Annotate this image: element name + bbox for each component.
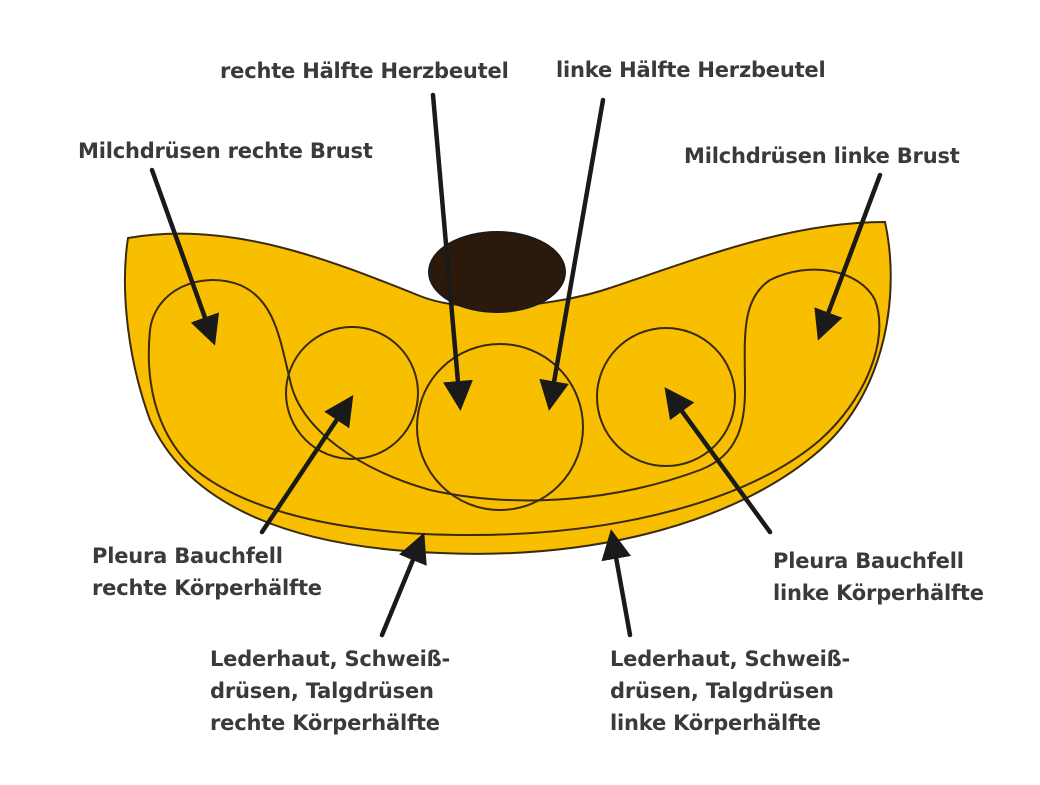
- arrow-haut-links: [601, 529, 633, 638]
- arrow-pleura-rechts: [259, 395, 354, 535]
- label-line: linke Körperhälfte: [773, 581, 984, 605]
- arrow-brust-rechts: [149, 167, 220, 346]
- label-lederhaut-links: Lederhaut, Schweiß- drüsen, Talgdrüsen l…: [610, 643, 850, 739]
- label-line: Lederhaut, Schweiß-: [210, 647, 451, 671]
- arrow-brust-links: [814, 172, 883, 341]
- label-line: Pleura Bauchfell: [773, 549, 964, 573]
- label-herzbeutel-rechts: rechte Hälfte Herzbeutel: [220, 59, 509, 83]
- label-lederhaut-rechts: Lederhaut, Schweiß- drüsen, Talgdrüsen r…: [210, 643, 450, 739]
- pericardium-circle: [416, 343, 584, 511]
- arrow-pleura-links: [664, 387, 773, 535]
- pleura-left-circle: [596, 327, 736, 467]
- heart-shape: [428, 231, 566, 313]
- label-milchdruesen-links: Milchdrüsen linke Brust: [684, 144, 960, 168]
- label-line: Lederhaut, Schweiß-: [610, 647, 851, 671]
- inner-outline-band: [147, 268, 881, 537]
- label-line: rechte Körperhälfte: [210, 711, 440, 735]
- label-line: linke Körperhälfte: [610, 711, 821, 735]
- arrow-herz-links: [539, 97, 606, 411]
- arrow-herz-rechts: [430, 92, 473, 411]
- label-line: drüsen, Talgdrüsen: [610, 679, 834, 703]
- label-line: rechte Körperhälfte: [92, 576, 322, 600]
- label-line: drüsen, Talgdrüsen: [210, 679, 434, 703]
- label-milchdruesen-rechts: Milchdrüsen rechte Brust: [78, 139, 373, 163]
- label-pleura-links: Pleura Bauchfell linke Körperhälfte: [773, 545, 984, 609]
- label-line: Pleura Bauchfell: [92, 544, 283, 568]
- label-herzbeutel-links: linke Hälfte Herzbeutel: [556, 58, 826, 82]
- label-pleura-rechts: Pleura Bauchfell rechte Körperhälfte: [92, 540, 322, 604]
- pleura-right-circle: [285, 326, 419, 460]
- arrow-haut-rechts: [379, 532, 427, 638]
